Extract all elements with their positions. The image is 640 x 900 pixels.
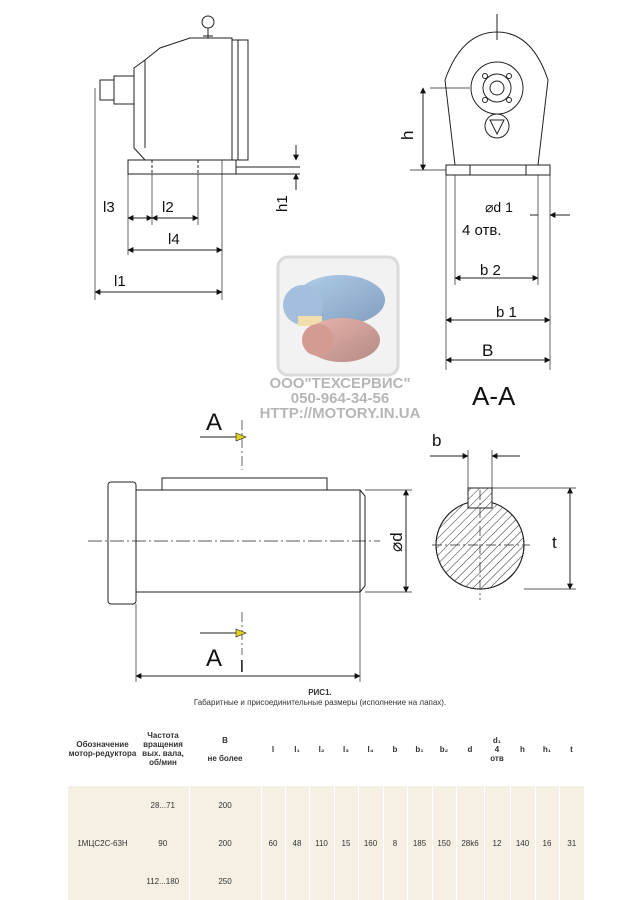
header-b2: b₂ (432, 713, 456, 786)
label-l3: l3 (103, 199, 115, 216)
header-h: h (510, 713, 535, 786)
table-header-row: Обозначение мотор-редуктора Частота вращ… (68, 713, 584, 786)
cell-d1: 12 (484, 786, 510, 900)
cell-B: 200 (189, 786, 261, 825)
header-B-note: не более (207, 754, 242, 763)
cell-l1: 48 (285, 786, 309, 900)
cell-h: 140 (510, 786, 535, 900)
cell-l2: 110 (309, 786, 334, 900)
figure-caption-title: РИС1. (0, 688, 640, 697)
cell-t: 31 (559, 786, 584, 900)
label-h1: h1 (274, 195, 291, 212)
table-row: 1МЦС2С-63Н 28...71 200 60 48 110 15 160 … (68, 786, 584, 825)
label-holes: 4 отв. (462, 222, 502, 239)
label-d1: ⌀d 1 (485, 199, 513, 215)
gearbox-front-view (88, 420, 412, 682)
header-designation: Обозначение мотор-редуктора (68, 713, 137, 786)
header-d1-count: 4 (495, 745, 499, 754)
label-B: B (482, 341, 493, 360)
cell-speed: 112...180 (137, 862, 189, 900)
label-l2: l2 (162, 199, 174, 216)
technical-drawing: l3 l2 l4 l1 h1 h ⌀d 1 4 отв. b 2 b 1 B A… (0, 0, 640, 690)
watermark-url: HTTP://MOTORY.IN.UA (260, 405, 421, 422)
gearbox-side-view (95, 16, 300, 300)
label-d: ⌀d (387, 532, 406, 552)
cell-d: 28k6 (456, 786, 484, 900)
label-b1: b 1 (496, 304, 517, 321)
cell-b1: 185 (407, 786, 432, 900)
cell-speed: 90 (137, 824, 189, 862)
label-l4: l4 (168, 231, 180, 248)
cell-l4: 160 (358, 786, 383, 900)
header-l1: l₁ (285, 713, 309, 786)
header-B-symbol: B (222, 736, 228, 745)
header-l3: l₃ (334, 713, 358, 786)
label-l: l (240, 657, 244, 676)
header-speed: Частота вращения вых. вала, об/мин (137, 713, 189, 786)
header-d1-symbol: d₁ (493, 736, 501, 745)
cell-b2: 150 (432, 786, 456, 900)
section-label: A-A (472, 381, 516, 411)
label-t: t (552, 533, 557, 552)
shaft-section (430, 450, 576, 600)
header-l2: l₂ (309, 713, 334, 786)
label-h: h (398, 131, 417, 140)
cell-h1: 16 (535, 786, 559, 900)
figure-caption-subtitle: Габаритные и присоединительные размеры (… (0, 698, 640, 707)
label-A-top: A (206, 409, 222, 436)
watermark (278, 257, 398, 375)
cell-B: 200 (189, 824, 261, 862)
header-d1-note: отв (490, 754, 504, 763)
label-A-bottom: A (206, 645, 222, 672)
header-b: b (383, 713, 407, 786)
cell-speed: 28...71 (137, 786, 189, 825)
section-arrows (200, 433, 246, 637)
cell-B: 250 (189, 862, 261, 900)
label-l1: l1 (114, 273, 126, 290)
label-b: b (432, 431, 441, 450)
dimensions-table: Обозначение мотор-редуктора Частота вращ… (68, 713, 584, 900)
header-t: t (559, 713, 584, 786)
header-b1: b₁ (407, 713, 432, 786)
cell-l3: 15 (334, 786, 358, 900)
label-b2: b 2 (480, 262, 501, 279)
header-d: d (456, 713, 484, 786)
header-l4: l₄ (358, 713, 383, 786)
header-l: l (261, 713, 285, 786)
cell-model: 1МЦС2С-63Н (68, 786, 137, 900)
cell-l: 60 (261, 786, 285, 900)
header-h1: h₁ (535, 713, 559, 786)
cell-b: 8 (383, 786, 407, 900)
gearbox-end-view (410, 14, 570, 370)
